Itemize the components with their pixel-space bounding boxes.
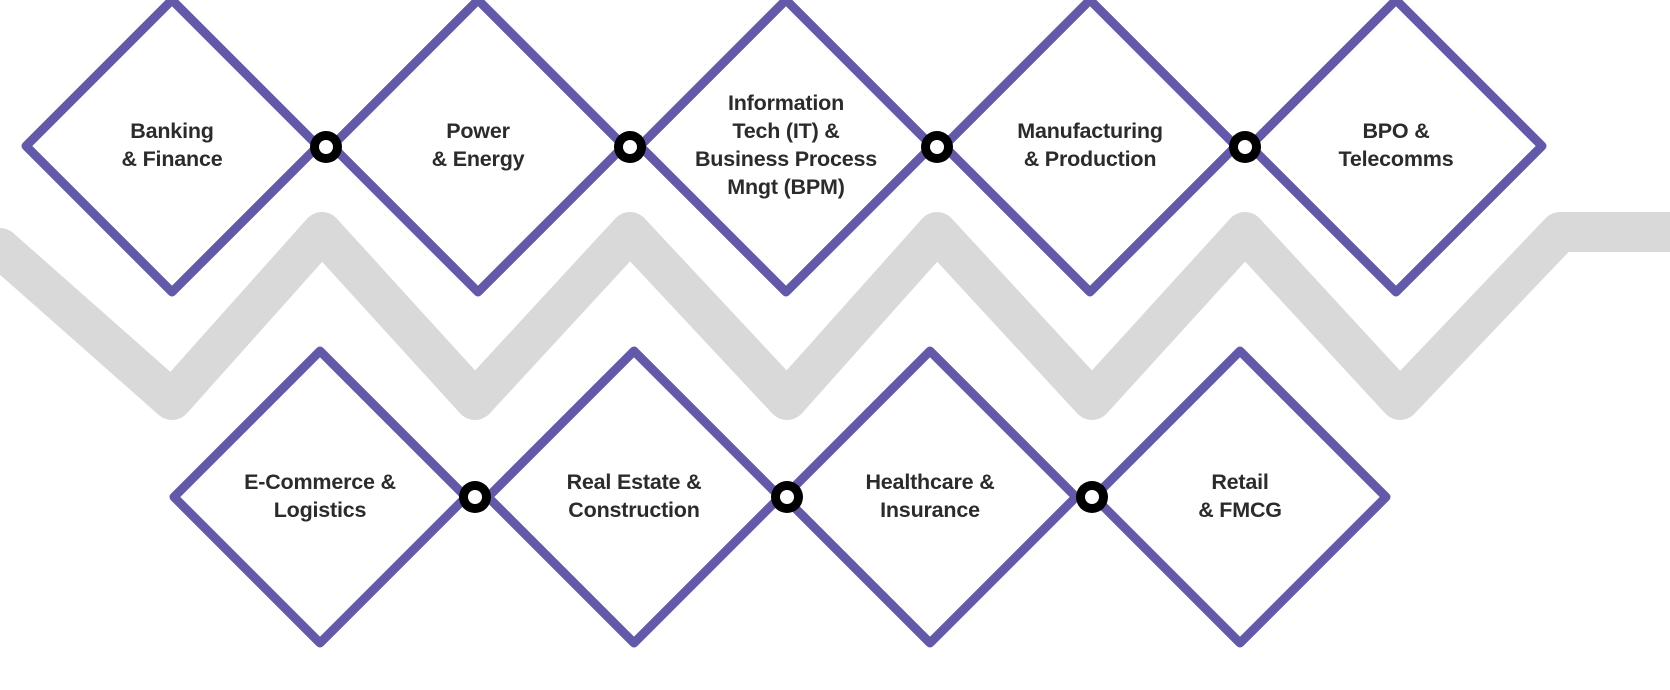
connector-center xyxy=(930,140,944,154)
connector-top-node-3[interactable] xyxy=(921,131,953,163)
connector-center xyxy=(1238,140,1252,154)
connector-bottom-node-2[interactable] xyxy=(771,481,803,513)
diamond-banking-finance[interactable] xyxy=(21,0,323,297)
connector-bottom-node-3[interactable] xyxy=(1076,481,1108,513)
diamond-it-bpm[interactable] xyxy=(635,0,937,297)
connector-center xyxy=(468,490,482,504)
diamond-retail-fmcg[interactable] xyxy=(1089,346,1391,648)
connector-bottom-node-1[interactable] xyxy=(459,481,491,513)
connector-top-node-4[interactable] xyxy=(1229,131,1261,163)
diamond-healthcare-insurance[interactable] xyxy=(779,346,1081,648)
diamond-real-estate-construction[interactable] xyxy=(483,346,785,648)
connector-top-node-1[interactable] xyxy=(310,131,342,163)
diamond-shapes-layer xyxy=(21,0,1547,648)
diamond-power-energy[interactable] xyxy=(327,0,629,297)
diamond-ecommerce-logistics[interactable] xyxy=(169,346,471,648)
connector-center xyxy=(319,140,333,154)
diamond-bpo-telecomms[interactable] xyxy=(1245,0,1547,297)
gray-zigzag-line xyxy=(0,212,1670,420)
connector-center xyxy=(780,490,794,504)
connector-center xyxy=(1085,490,1099,504)
diamond-manufacturing-production[interactable] xyxy=(939,0,1241,297)
gray-chevron-path xyxy=(0,212,1670,420)
connector-top-node-2[interactable] xyxy=(614,131,646,163)
connector-center xyxy=(623,140,637,154)
connector-nodes-layer xyxy=(310,131,1261,513)
